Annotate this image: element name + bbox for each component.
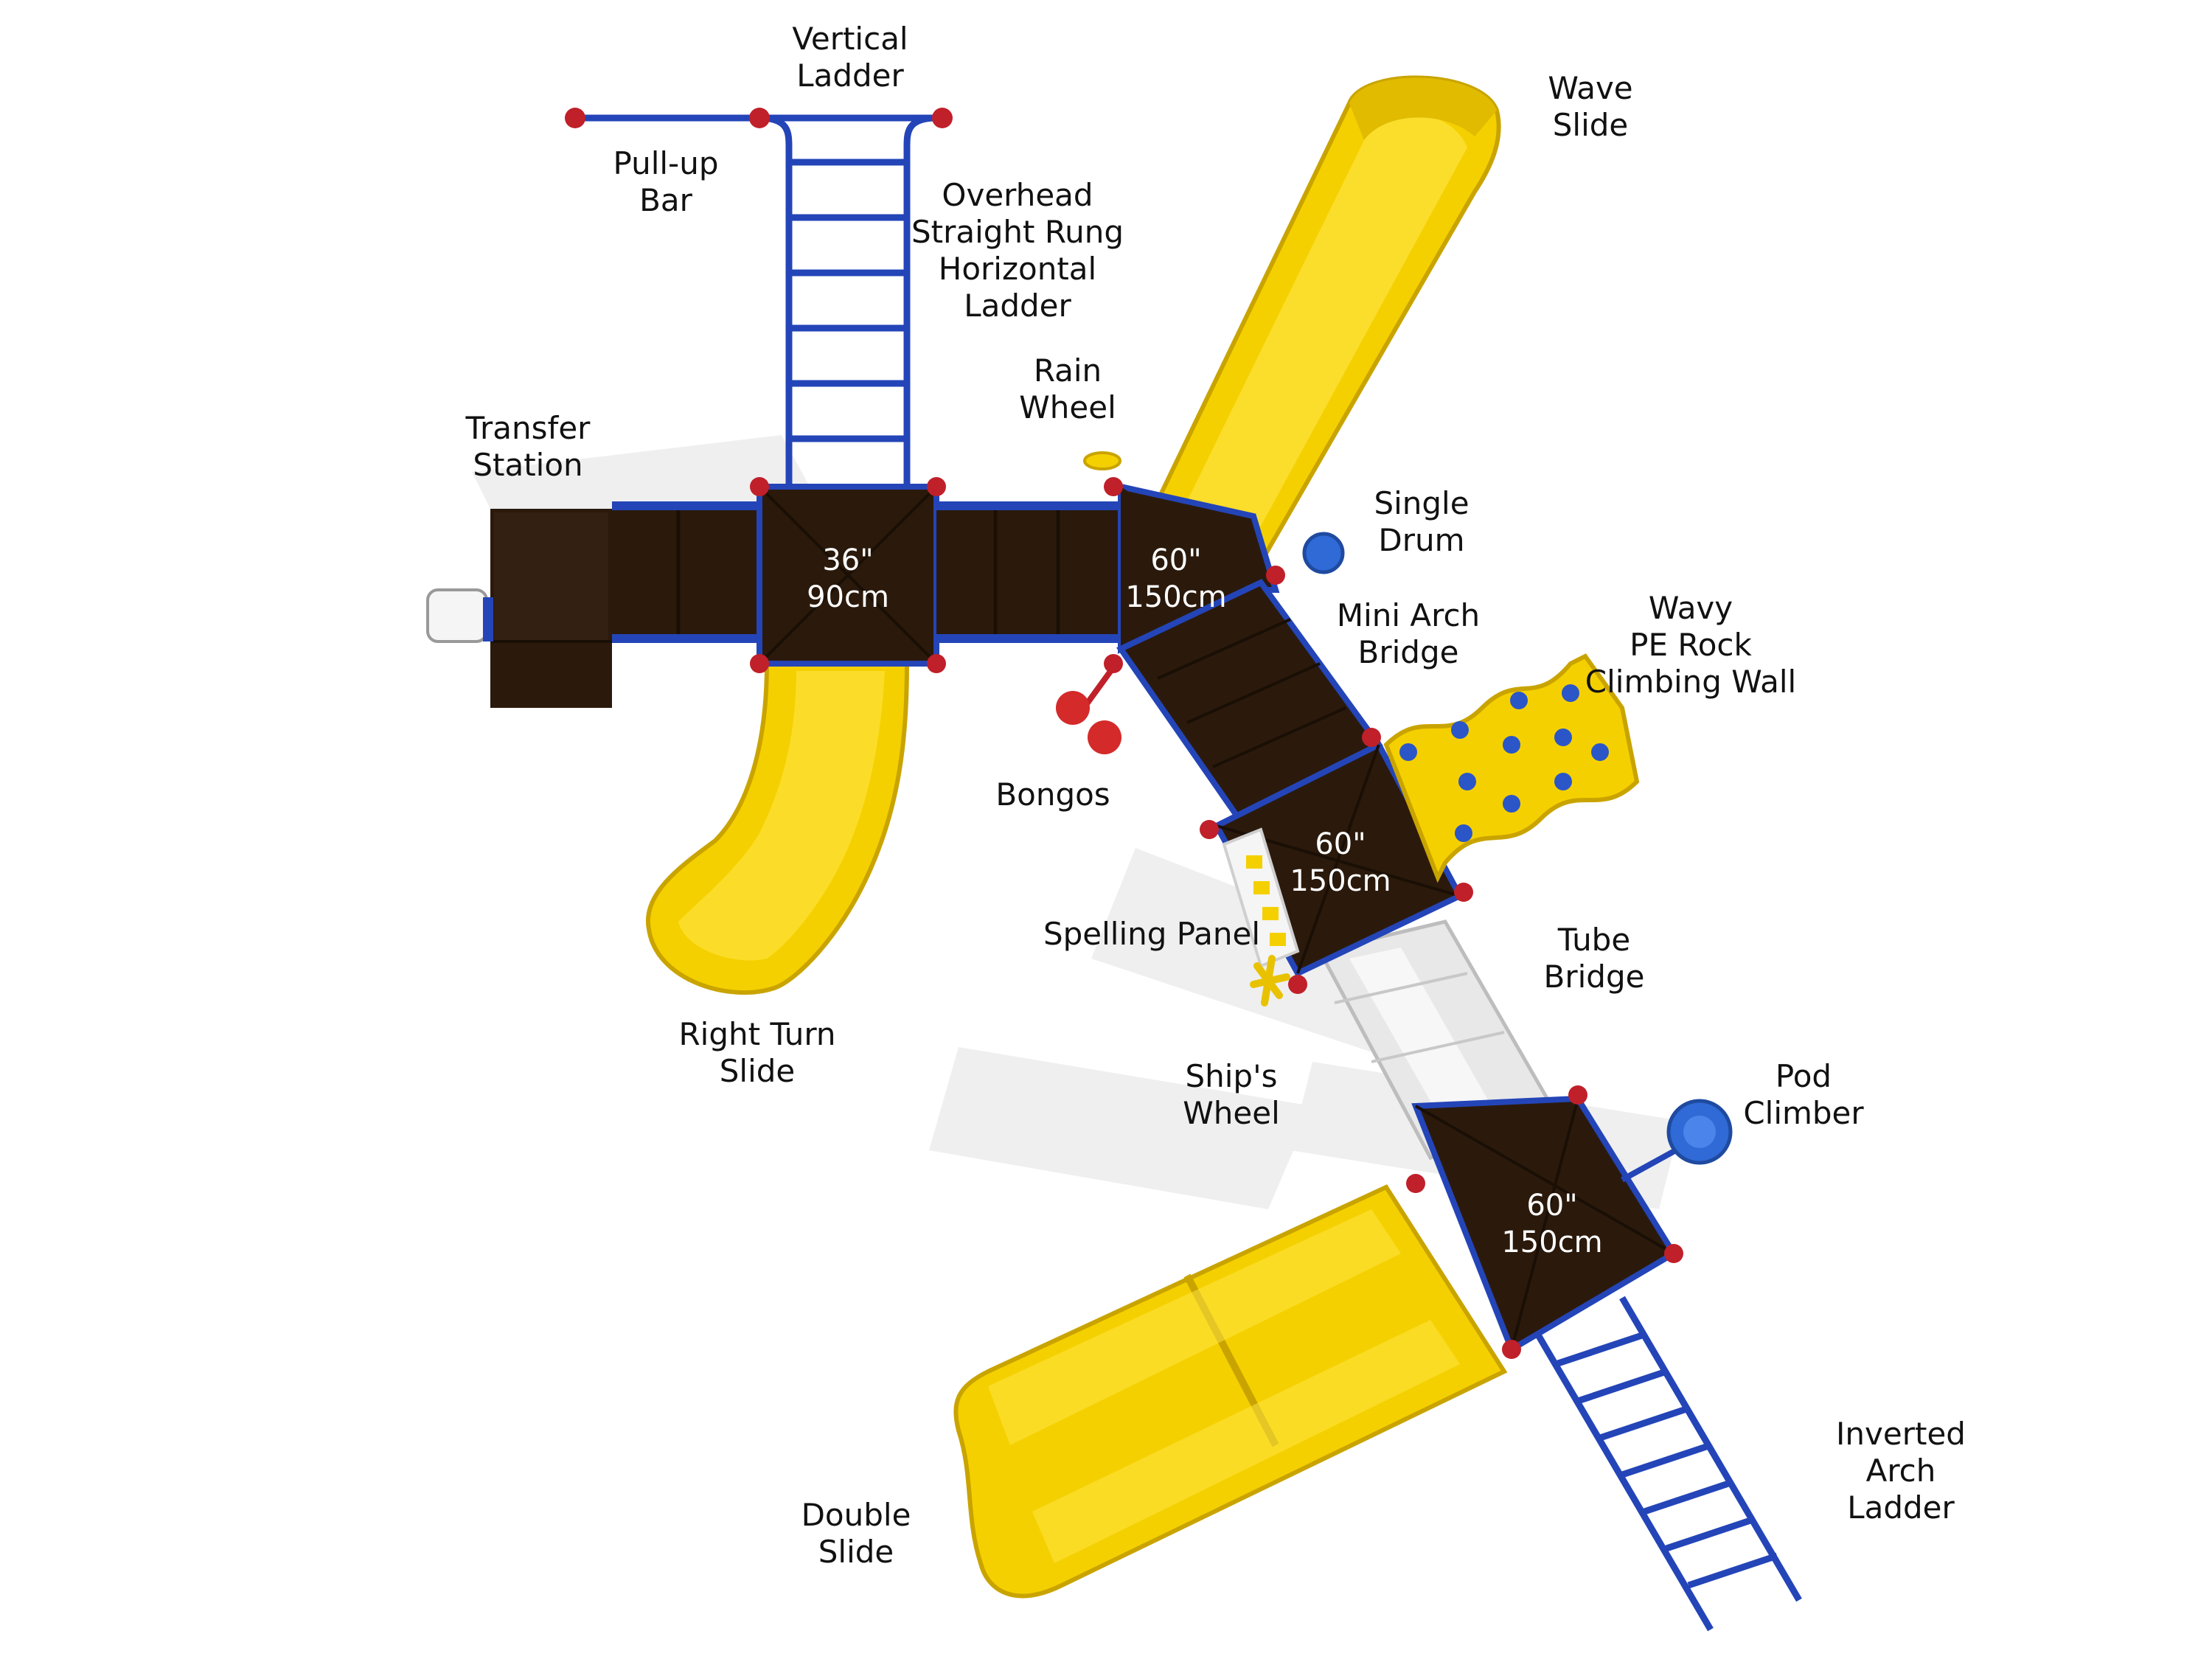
- right-turn-slide: [645, 661, 910, 995]
- wave-slide-label: Wave Slide: [1548, 70, 1633, 143]
- mini-arch-bridge-label: Mini Arch Bridge: [1336, 597, 1481, 670]
- deck-60-c-label: 60" 150cm: [1501, 1189, 1603, 1259]
- transfer-station: [426, 509, 612, 708]
- walkway-left: [612, 501, 771, 643]
- wavy-climbing-wall-label: Wavy PE Rock Climbing Wall: [1585, 590, 1797, 700]
- deck-36: [757, 484, 939, 667]
- pullup-bar-clamps: [565, 108, 953, 128]
- overhead-ladder-label: Overhead Straight Rung Horizontal Ladder: [911, 177, 1124, 324]
- post-clamps: [750, 477, 1683, 1359]
- ships-wheel-label: Ship's Wheel: [1183, 1058, 1280, 1131]
- double-slide-label: Double Slide: [801, 1497, 911, 1570]
- wavy-climbing-wall: [1383, 653, 1640, 883]
- spelling-panel-label: Spelling Panel: [1043, 916, 1261, 952]
- bongos: [1056, 665, 1121, 754]
- vertical-ladder-label: Vertical Ladder: [792, 21, 908, 94]
- wave-slide: [1147, 75, 1501, 579]
- double-slide: [953, 1184, 1508, 1599]
- inverted-arch-ladder-label: Inverted Arch Ladder: [1836, 1416, 1966, 1526]
- single-drum: [1302, 532, 1345, 574]
- right-turn-slide-label: Right Turn Slide: [678, 1016, 836, 1089]
- deck-60-a-label: 60" 150cm: [1125, 543, 1227, 614]
- deck-60-b-label: 60" 150cm: [1290, 827, 1391, 898]
- transfer-station-label: Transfer Station: [465, 410, 591, 483]
- single-drum-label: Single Drum: [1374, 485, 1470, 558]
- walkway-mid: [936, 501, 1121, 643]
- spelling-panel: [1222, 827, 1300, 968]
- tube-bridge-label: Tube Bridge: [1543, 922, 1645, 995]
- inverted-arch-ladder: [1531, 1296, 1802, 1632]
- bongos-label: Bongos: [995, 776, 1110, 813]
- pod-climber-label: Pod Climber: [1743, 1058, 1864, 1131]
- pod-climber: [1621, 1099, 1733, 1183]
- rain-wheel-label: Rain Wheel: [1019, 352, 1116, 425]
- tube-bridge: [1317, 919, 1559, 1161]
- ships-wheel: [1250, 955, 1290, 1006]
- deck-36-label: 36" 90cm: [807, 543, 889, 614]
- rain-wheel: [1083, 451, 1121, 470]
- pullup-bar-label: Pull-up Bar: [613, 145, 719, 218]
